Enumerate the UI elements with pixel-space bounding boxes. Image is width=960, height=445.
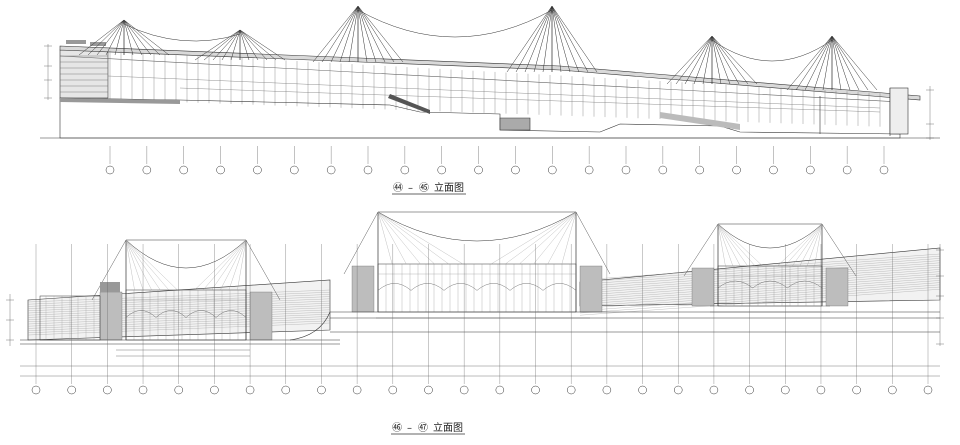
axis-bubble (179, 165, 188, 175)
stair-hatch (579, 265, 603, 313)
axis-bubble (459, 385, 469, 395)
axis-bubble (888, 385, 897, 395)
elevation-1 (40, 5, 940, 175)
arch (443, 283, 478, 291)
axis-bubble (31, 385, 41, 395)
membrane (717, 223, 823, 249)
title-1-from: ㊹ (393, 182, 403, 194)
axis-bubble (602, 385, 612, 395)
axis-bubble (658, 165, 668, 175)
membrane (125, 239, 247, 269)
arch (509, 283, 544, 291)
title-2-to: ㊼ (418, 422, 428, 434)
axis-bubble (210, 385, 219, 395)
axis-bubble (709, 385, 719, 395)
axis-bubble (290, 165, 299, 175)
tent-hall (91, 239, 281, 341)
axis-bubble (174, 385, 183, 395)
tent-halls (39, 211, 857, 341)
axis-bubble (781, 385, 790, 395)
axis-bubble (474, 165, 483, 175)
axis-bubble (695, 165, 704, 175)
membrane (711, 39, 833, 62)
axis-bubble (281, 385, 291, 395)
arch (752, 280, 788, 289)
axis-bubble (584, 165, 594, 175)
membrane (377, 211, 577, 242)
stair-hatch (99, 291, 123, 341)
axis-bubble (638, 385, 647, 395)
arch (377, 283, 412, 291)
arch (155, 310, 187, 318)
elevation-2 (6, 211, 944, 395)
axis-grid-elevation-1 (105, 146, 889, 175)
title-2-suffix: 立面图 (433, 421, 463, 434)
axis-bubble (566, 385, 576, 395)
tent-masts-elevation-1 (78, 5, 878, 91)
axis-bubble (216, 165, 225, 175)
axis-bubble (511, 165, 520, 175)
axis-bubble (495, 385, 505, 395)
axis-bubble (548, 165, 557, 175)
axis-bubble (400, 165, 410, 175)
membrane (357, 9, 553, 38)
axis-bubble (769, 165, 778, 175)
arch (215, 310, 247, 318)
axis-bubble (138, 385, 148, 395)
arch (542, 283, 577, 291)
dimension-strip (20, 305, 940, 377)
axis-bubble (317, 385, 326, 395)
membrane (123, 23, 241, 42)
axis-bubble (388, 385, 398, 395)
axis-bubble (424, 385, 433, 395)
axis-bubble (745, 385, 754, 395)
axis-bubble (842, 165, 852, 175)
elevation-2-title: ㊻ – ㊼ 立面图 (391, 421, 465, 435)
ground-and-plinth (40, 87, 940, 139)
axis-grid-elevation-2 (31, 244, 933, 395)
axis-bubble (923, 385, 933, 395)
title-2-from: ㊻ (392, 422, 402, 434)
stair-hatch (691, 267, 715, 307)
elevation-1-title: ㊹ – ㊺ 立面图 (392, 181, 466, 195)
tent-hall (343, 211, 611, 313)
axis-bubble (437, 165, 446, 175)
stair-hatch (249, 291, 273, 341)
arch (185, 310, 217, 318)
title-1-dash: – (408, 183, 413, 194)
axis-bubble (253, 165, 262, 175)
axis-bubble (879, 165, 889, 175)
axis-bubble (806, 165, 815, 175)
title-1-to: ㊺ (419, 182, 429, 194)
axis-bubble (352, 385, 362, 395)
axis-bubble (732, 165, 741, 175)
arch (476, 283, 511, 291)
stair-hatch (351, 265, 375, 313)
axis-bubble (103, 385, 112, 395)
axis-bubble (531, 385, 540, 395)
arch (787, 280, 823, 289)
arch (410, 283, 445, 291)
left-dimension-marks (44, 44, 934, 140)
right-dimension-marks (6, 244, 944, 346)
arch (125, 310, 157, 318)
axis-bubble (363, 165, 373, 175)
axis-bubble (816, 385, 826, 395)
curtain-wall-mullions (107, 50, 881, 127)
title-1-suffix: 立面图 (434, 181, 464, 194)
title-2-dash: – (407, 423, 412, 434)
axis-bubble (673, 385, 683, 395)
axis-bubble (621, 165, 631, 175)
axis-bubble (67, 385, 76, 395)
axis-bubble (105, 165, 115, 175)
axis-bubble (245, 385, 255, 395)
axis-bubble (852, 385, 861, 395)
axis-bubble (326, 165, 336, 175)
axis-bubble (142, 165, 152, 175)
right-wing-siding (579, 247, 941, 316)
stair-hatch (825, 267, 849, 307)
